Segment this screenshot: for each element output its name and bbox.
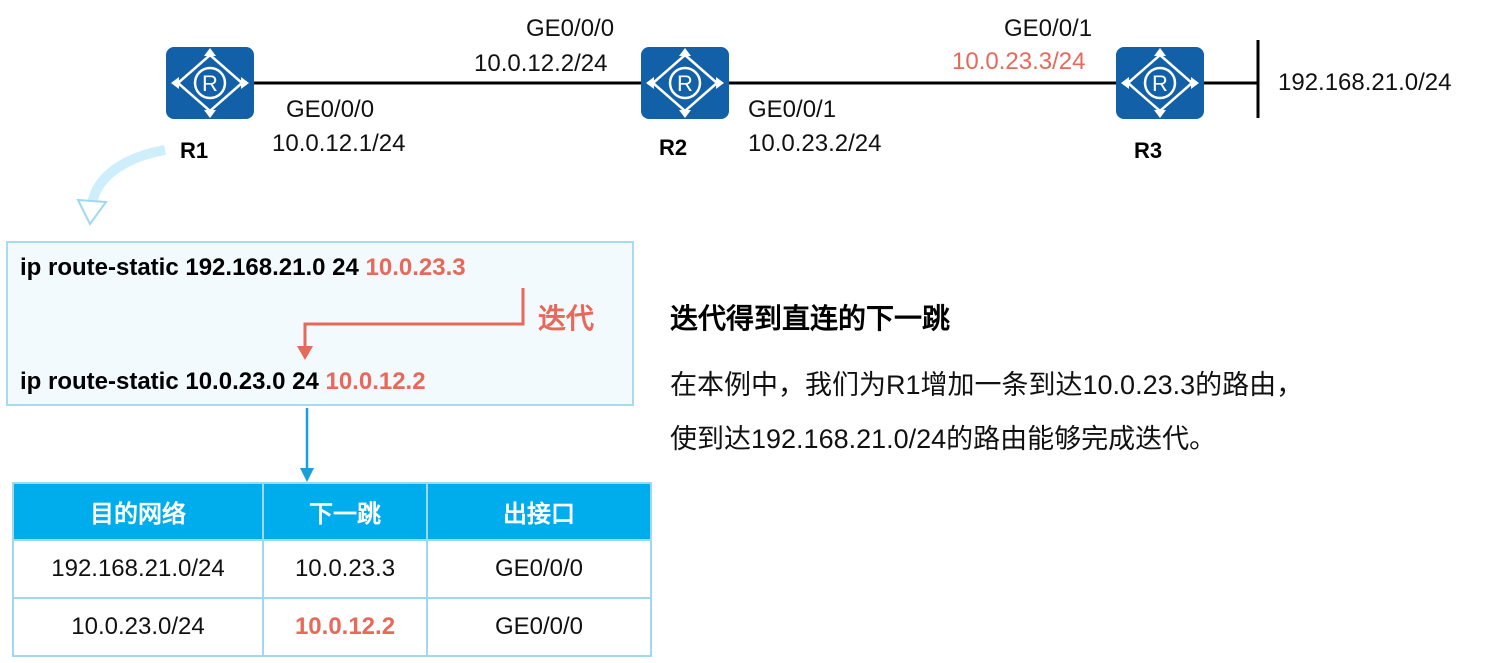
iterate-label: 迭代: [538, 303, 595, 334]
r2-iface0-label: GE0/0/0: [526, 15, 615, 42]
cell-next-hop: 10.0.23.3: [262, 539, 428, 599]
command-2-nexthop: 10.0.12.2: [325, 368, 426, 395]
r3-ip-label: 10.0.23.3/24: [952, 48, 1086, 75]
r3-network-label: 192.168.21.0/24: [1278, 69, 1452, 96]
table-row: 10.0.23.0/24 10.0.12.2 GE0/0/0: [12, 597, 652, 657]
routing-table: 目的网络 下一跳 出接口 192.168.21.0/24 10.0.23.3 G…: [12, 482, 652, 657]
header-destination: 目的网络: [12, 482, 264, 541]
command-line-1: ip route-static 192.168.21.0 24 10.0.23.…: [20, 254, 466, 282]
command-line-2: ip route-static 10.0.23.0 24 10.0.12.2: [20, 368, 426, 396]
router-r3: R: [1116, 47, 1204, 119]
cell-destination: 10.0.23.0/24: [12, 597, 264, 657]
r1-iface-label: GE0/0/0: [286, 96, 375, 123]
router-icon: R: [171, 48, 249, 118]
router-label-r1: R1: [180, 138, 209, 163]
description-line-2: 使到达192.168.21.0/24的路由能够完成迭代。: [670, 424, 1217, 454]
callout-arrow: [87, 145, 166, 206]
svg-text:R: R: [202, 71, 218, 96]
command-1-text: ip route-static 192.168.21.0 24: [20, 254, 366, 281]
router-icon: R: [1121, 48, 1199, 118]
router-label-r2: R2: [659, 135, 688, 160]
cell-destination: 192.168.21.0/24: [12, 539, 264, 599]
table-header-row: 目的网络 下一跳 出接口: [12, 482, 652, 541]
router-label-r3: R3: [1134, 138, 1163, 163]
r3-iface-label: GE0/0/1: [1004, 15, 1093, 42]
cell-interface: GE0/0/0: [426, 539, 652, 599]
r2-ip1-label: 10.0.23.2/24: [748, 130, 882, 157]
router-r1: R: [166, 47, 254, 119]
r2-ip0-label: 10.0.12.2/24: [474, 50, 608, 77]
iterate-arrow: [297, 288, 525, 360]
svg-text:R: R: [677, 71, 693, 96]
table-row: 192.168.21.0/24 10.0.23.3 GE0/0/0: [12, 539, 652, 599]
router-r2: R: [641, 47, 729, 119]
svg-text:R: R: [1152, 71, 1168, 96]
command-2-text: ip route-static 10.0.23.0 24: [20, 368, 326, 395]
router-icon: R: [646, 48, 724, 118]
header-interface: 出接口: [426, 482, 652, 541]
r1-ip-label: 10.0.12.1/24: [272, 130, 406, 157]
command-1-nexthop: 10.0.23.3: [365, 254, 466, 281]
box-to-table-arrowhead: [300, 468, 314, 482]
r2-iface1-label: GE0/0/1: [748, 96, 837, 123]
cell-next-hop: 10.0.12.2: [262, 597, 428, 657]
callout-arrow-head: [76, 198, 108, 226]
description-line-1: 在本例中，我们为R1增加一条到达10.0.23.3的路由，: [670, 370, 1304, 400]
header-next-hop: 下一跳: [262, 482, 428, 541]
description-title: 迭代得到直连的下一跳: [670, 303, 951, 334]
cell-interface: GE0/0/0: [426, 597, 652, 657]
